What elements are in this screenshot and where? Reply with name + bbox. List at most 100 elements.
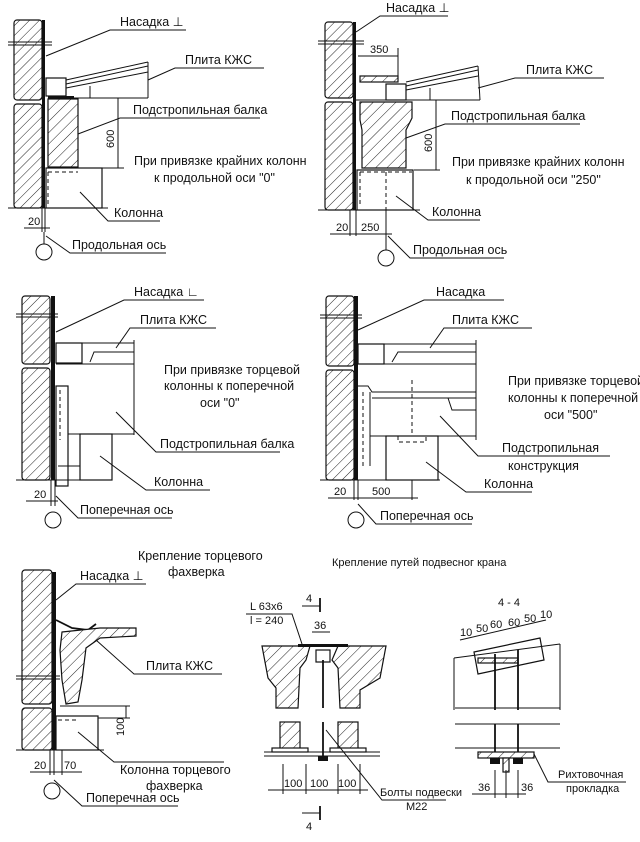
panel-title: Крепление путей подвесног крана: [332, 557, 507, 569]
label-bolts-line2: M22: [406, 801, 427, 813]
note-line3: оси "500": [544, 408, 597, 422]
note-line2: колонны к поперечной: [508, 391, 638, 405]
label-balka: Подстропильная балка: [451, 109, 585, 123]
label-nasadka: Насадка: [436, 285, 485, 299]
leader-os: [357, 503, 472, 525]
note-line1: При привязке торцевой: [164, 363, 300, 377]
dim-top-label: 36: [314, 620, 326, 632]
leader-plita: [477, 77, 604, 89]
leader-balka: [405, 123, 580, 139]
dim-shift-label: 500: [372, 486, 390, 498]
bearing-plate: [48, 96, 74, 99]
label-os: Поперечная ось: [380, 509, 473, 523]
panel-end-column-axis-0: 20 Насадка ∟ Плита КЖС При привязке торц…: [16, 285, 300, 529]
leader-os: [55, 495, 172, 519]
dim-top-chain: 10 50 60 60 50 10: [459, 609, 552, 641]
column-framework: [55, 705, 130, 751]
dim-offset-label: 20: [28, 216, 40, 228]
dim-100: 100: [98, 706, 130, 736]
dim-20-250: 20 250: [330, 210, 392, 236]
dim-600: 600: [414, 100, 440, 171]
dim-shift-label: 250: [361, 222, 379, 234]
dim-bottom-2: 36: [521, 782, 533, 794]
axis-marker: [377, 249, 395, 267]
label-kolonna: Колонна: [154, 475, 203, 489]
note-line2: к продольной оси "250": [466, 173, 601, 187]
dim-20-70: 20 70: [30, 750, 82, 775]
leader-balka: [115, 411, 280, 453]
brick-wall: [16, 295, 58, 481]
hanger-bolts: [455, 650, 560, 762]
label-kolonna-line2: фахверка: [146, 779, 203, 793]
dim-top-6: 10: [540, 609, 552, 621]
label-kolonna: Колонна: [432, 205, 481, 219]
leader-pad: [533, 753, 626, 783]
label-konstr-line2: конструкция: [508, 459, 579, 473]
label-plita: Плита КЖС: [526, 63, 593, 77]
column: [58, 433, 113, 481]
dim-top-2: 50: [476, 623, 488, 635]
plita-kzhs-slab: [55, 340, 135, 435]
leader-kolonna: [77, 731, 224, 763]
plita-kzhs-slab: [55, 619, 137, 705]
dim-offset-label: 20: [34, 760, 46, 772]
dim-shift-label: 70: [64, 760, 76, 772]
leader-plita: [95, 639, 222, 675]
dim-height-label: 600: [423, 134, 435, 152]
leader-plita: [429, 327, 532, 349]
dim-600: 600: [80, 98, 124, 169]
label-nasadka: Насадка ⊥: [80, 569, 144, 583]
leader-konstr: [439, 415, 610, 457]
dim-350: 350: [358, 44, 399, 76]
dim-height-label: 600: [105, 130, 117, 148]
label-os: Продольная ось: [72, 238, 166, 252]
crane-track-beam: [455, 747, 560, 773]
top-angle: [359, 75, 399, 83]
panel-crane-track-fixing: Крепление путей подвесног крана 4 L 63x6…: [246, 557, 507, 833]
dim-bottom-3: 100: [338, 778, 356, 790]
label-konstr-line1: Подстропильная: [502, 441, 599, 455]
leader-nasadka: [55, 299, 204, 333]
label-kolonna: Колонна: [484, 477, 533, 491]
leader-balka: [77, 117, 260, 135]
axis-marker: [44, 511, 62, 529]
leader-os: [387, 235, 504, 259]
label-plita: Плита КЖС: [452, 313, 519, 327]
label-nasadka: Насадка ⊥: [386, 1, 450, 15]
leader-kolonna: [395, 195, 480, 221]
plita-kzhs-slab: [357, 340, 477, 440]
dim-bottom-1: 36: [478, 782, 490, 794]
dim-top-label: 350: [370, 44, 388, 56]
nasadka-strip: [51, 296, 55, 480]
leader-nasadka: [357, 299, 504, 331]
note-line2: к продольной оси "0": [154, 171, 275, 185]
dim-20-500: 20 500: [328, 480, 418, 500]
label-pad-line1: Рихтовочная: [558, 769, 623, 781]
brick-wall: [320, 295, 362, 481]
leader-os: [45, 235, 166, 254]
leader-kolonna: [79, 191, 160, 222]
leader-nasadka: [355, 15, 448, 33]
leader-os: [53, 779, 178, 807]
label-kolonna: Колонна: [114, 206, 163, 220]
section-title: 4 - 4: [498, 597, 520, 609]
leader-plita: [147, 67, 264, 81]
leader-angle: [246, 613, 303, 645]
note-line1: При привязке торцевой: [508, 374, 640, 388]
section-mark-label: 4: [306, 593, 312, 605]
label-pad-line2: прокладка: [566, 783, 620, 795]
panel-section-4-4: 4 - 4 10 50 60 60 50 10: [453, 597, 626, 798]
dim-height-label: 100: [115, 718, 127, 736]
label-nasadka: Насадка ∟: [134, 285, 199, 299]
dim-36-top: 36: [312, 620, 330, 633]
leader-kolonna: [99, 455, 210, 491]
leader-plita: [115, 327, 216, 349]
leader-nasadka: [55, 583, 146, 601]
panel-edge-column-axis-0: 600 20 Насадка ⊥ Плита КЖС Подстропильна…: [8, 15, 307, 261]
nasadka-strip: [52, 572, 56, 750]
plita-kzhs-slab: [356, 65, 481, 101]
label-balka: Подстропильная балка: [133, 103, 267, 117]
column: [385, 435, 439, 481]
panel-end-column-axis-500: 20 500 Насадка Плита КЖС При привязке то…: [320, 285, 640, 529]
